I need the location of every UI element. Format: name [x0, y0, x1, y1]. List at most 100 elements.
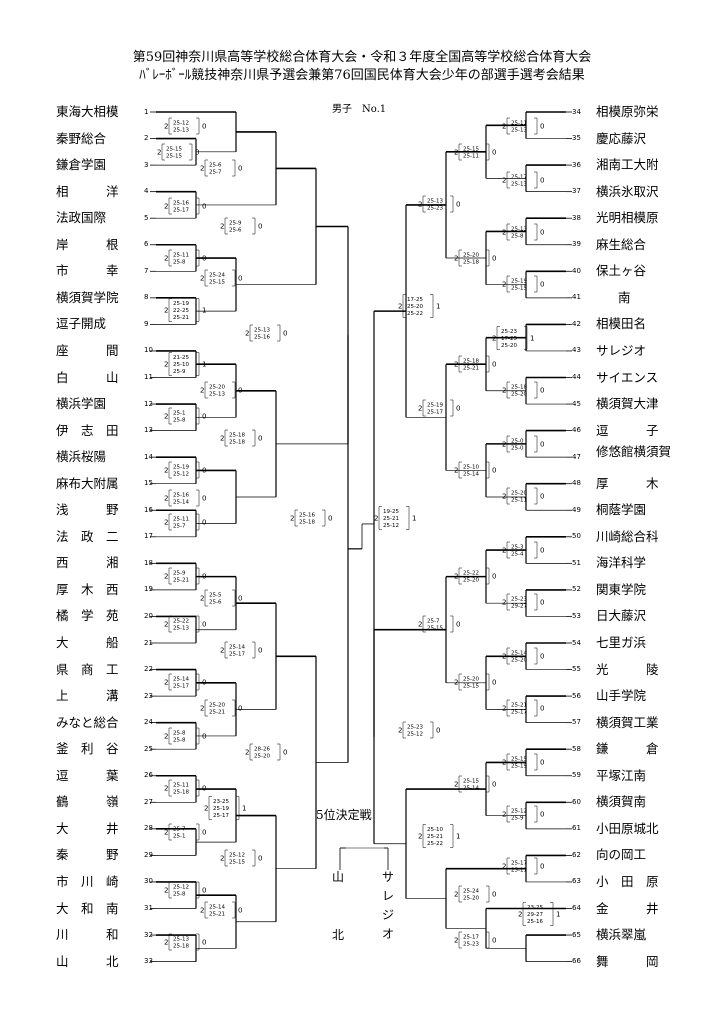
team-name: 川崎総合科: [596, 528, 659, 544]
set-score: 25-21: [209, 912, 225, 918]
set-score: 25-15: [463, 779, 479, 785]
set-score: 25-9: [511, 816, 524, 822]
team-name: 平塚江南: [596, 767, 647, 783]
team-number: 34: [572, 107, 581, 116]
set-score: 25-18: [173, 944, 189, 950]
team-name: 東海大相模: [56, 104, 119, 119]
sets-lost: 0: [238, 907, 242, 915]
sets-lost: 0: [238, 595, 242, 603]
team-name: 山 北: [56, 953, 119, 969]
set-score: 25-6: [209, 600, 222, 606]
team-number: 16: [144, 505, 153, 514]
sets-lost: 0: [456, 201, 460, 209]
team-name: 麻布大附属: [56, 475, 119, 491]
team-name: 市 川 崎: [56, 873, 119, 889]
sets-won: 2: [398, 727, 402, 735]
sets-won: 2: [502, 229, 506, 237]
sets-lost: 0: [540, 759, 544, 767]
sets-lost: 0: [238, 275, 242, 283]
set-score: 25-14: [229, 645, 245, 651]
team-name: 鎌 倉: [596, 741, 659, 757]
set-score: 25-24: [463, 889, 479, 895]
sets-won: 2: [502, 653, 506, 661]
team-name: 横須賀南: [596, 794, 647, 810]
team-number: 42: [572, 319, 581, 328]
set-score: 25-17: [427, 410, 443, 416]
team-number: 50: [572, 532, 581, 541]
set-score: 25-20: [511, 658, 527, 664]
set-score: 29-27: [511, 604, 527, 610]
sets-lost: 0: [540, 229, 544, 237]
team-name: 山手学院: [596, 688, 647, 704]
sets-lost: 0: [540, 547, 544, 555]
sets-won: 2: [454, 467, 458, 475]
set-score: 22-25: [173, 308, 189, 314]
sets-lost: 0: [456, 621, 460, 629]
set-score: 25-23: [427, 206, 443, 212]
sets-lost: 0: [258, 647, 262, 655]
team-name: 厚 木: [596, 475, 659, 491]
team-name: 向の岡工: [596, 847, 647, 863]
set-score: 25-11: [173, 783, 189, 789]
team-number: 57: [572, 718, 581, 727]
team-number: 2: [144, 134, 149, 143]
set-score: 25-9: [229, 221, 242, 227]
sets-won: 2: [518, 911, 522, 919]
sets-won: 2: [164, 495, 168, 503]
team-number: 23: [144, 691, 153, 700]
team-name: 法 政 二: [56, 528, 119, 544]
sets-lost: 0: [202, 939, 206, 947]
sets-lost: 0: [540, 653, 544, 661]
sets-won: 2: [454, 781, 458, 789]
team-name: 南: [618, 289, 631, 305]
set-score: 23-25: [213, 799, 229, 805]
set-score: 25-23: [511, 597, 527, 603]
team-number: 25: [144, 744, 153, 753]
team-number: 36: [572, 160, 581, 169]
sets-won: 2: [164, 123, 168, 131]
team-name: 修悠館横須賀: [596, 444, 672, 460]
team-number: 5: [144, 213, 149, 222]
team-number: 32: [144, 930, 153, 939]
set-score: 25-12: [173, 472, 189, 478]
sets-won: 2: [502, 759, 506, 767]
set-score: 25-15: [166, 147, 182, 153]
sets-lost: 0: [492, 255, 496, 263]
set-score: 25-10: [173, 362, 189, 368]
team-name: 秦 野: [56, 847, 119, 863]
sets-lost: 0: [540, 705, 544, 713]
set-score: 25-8: [173, 731, 186, 737]
sets-won: 2: [220, 223, 224, 231]
set-score: 25-14: [173, 677, 189, 683]
sets-won: 2: [502, 177, 506, 185]
team-name: 保土ヶ谷: [596, 263, 647, 279]
sets-lost: 0: [436, 727, 440, 735]
set-score: 25-20: [463, 677, 479, 683]
team-number: 27: [144, 797, 153, 806]
team-number: 40: [572, 266, 581, 275]
sets-won: 2: [220, 855, 224, 863]
sets-won: 2: [164, 307, 168, 315]
team-name: 釜 利 谷: [56, 741, 119, 757]
team-name: 相模原弥栄: [596, 104, 659, 119]
team-name: 座 間: [56, 342, 119, 358]
set-score: 25-15: [511, 757, 527, 763]
set-score: 25-21: [511, 703, 527, 709]
team-number: 64: [572, 904, 581, 912]
sets-won: 2: [164, 413, 168, 421]
sets-won: 2: [502, 441, 506, 449]
team-name: 横須賀学院: [56, 289, 119, 305]
sets-won: 2: [245, 330, 249, 338]
